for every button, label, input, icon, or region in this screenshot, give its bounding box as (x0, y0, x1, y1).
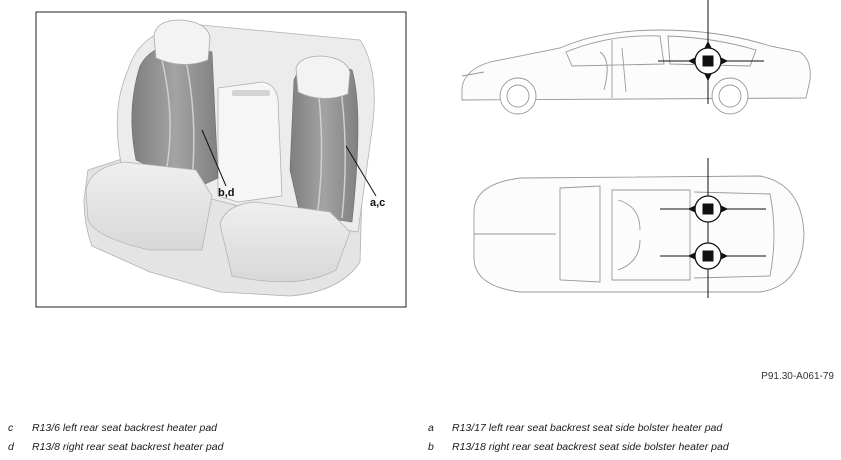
legend-item: c R13/6 left rear seat backrest heater p… (8, 418, 408, 437)
legend-key: a (428, 421, 434, 434)
callout-bd: b,d (218, 187, 235, 199)
top-view-heater-marker-icon (660, 158, 766, 298)
callout-ac: a,c (370, 197, 385, 209)
rear-seat-illustration: b,d a,c (35, 11, 407, 308)
legend-key: c (8, 421, 14, 434)
legend-item: d R13/8 right rear seat backrest heater … (8, 437, 408, 456)
figure-id: P91.30-A061-79 (761, 371, 834, 382)
center-armrest (217, 81, 283, 203)
left-headrest (153, 19, 211, 65)
right-headrest (295, 55, 351, 99)
legend-text: R13/17 left rear seat backrest seat side… (452, 421, 723, 434)
vehicle-top-view (473, 175, 805, 293)
vehicle-side-view (461, 29, 811, 115)
legend-item: b R13/18 right rear seat backrest seat s… (428, 437, 828, 456)
diagram-figure: b,d a,c (35, 0, 811, 308)
side-view-heater-marker-icon (658, 0, 764, 104)
legend-item: a R13/17 left rear seat backrest seat si… (428, 418, 828, 437)
armrest-slot (232, 90, 270, 96)
legend-key: d (8, 440, 14, 453)
left-seat-cushion (85, 161, 213, 251)
legend-text: R13/18 right rear seat backrest seat sid… (452, 440, 729, 453)
legend-right: a R13/17 left rear seat backrest seat si… (428, 418, 828, 456)
legend-text: R13/8 right rear seat backrest heater pa… (32, 440, 224, 453)
legend-key: b (428, 440, 434, 453)
right-seat-cushion (219, 201, 351, 283)
legend-text: R13/6 left rear seat backrest heater pad (32, 421, 218, 434)
legend-left: c R13/6 left rear seat backrest heater p… (8, 418, 408, 456)
